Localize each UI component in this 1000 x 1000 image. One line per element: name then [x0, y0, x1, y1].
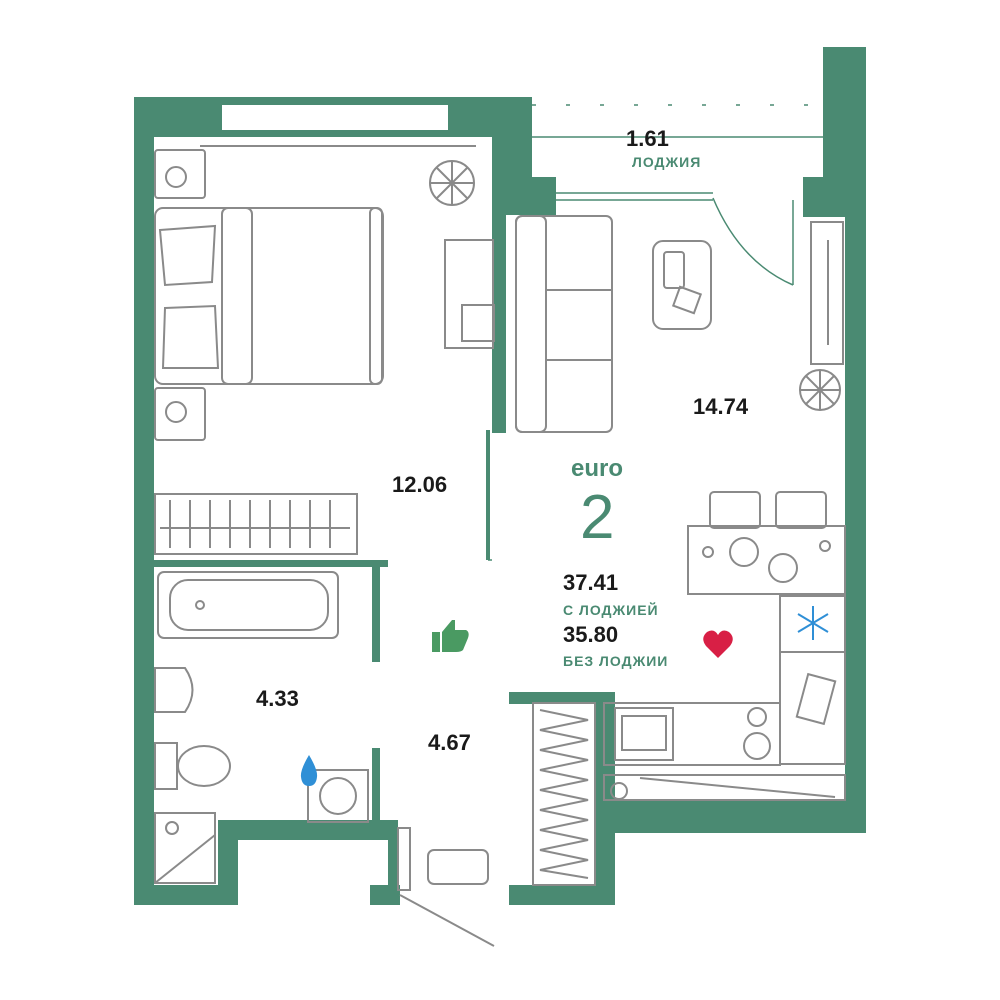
heart-icon [703, 630, 733, 658]
total-with-loggia: 37.41 [563, 570, 619, 595]
total-without-loggia: 35.80 [563, 622, 619, 647]
room-count: 2 [580, 483, 615, 552]
snowflake-icon [797, 606, 829, 640]
total-with-loggia-label: С ЛОДЖИЕЙ [563, 602, 659, 618]
hall-area: 4.67 [428, 730, 471, 755]
loggia-label: ЛОДЖИЯ [632, 154, 702, 170]
total-without-loggia-label: БЕЗ ЛОДЖИИ [563, 653, 669, 669]
bathroom-area: 4.33 [256, 686, 299, 711]
water-drop-icon [300, 755, 318, 786]
thumbs-up-icon [432, 620, 469, 652]
furniture [154, 145, 846, 947]
living-area: 14.74 [693, 394, 749, 419]
bedroom-area: 12.06 [392, 472, 448, 497]
type-prefix: euro [571, 455, 624, 482]
loggia-area: 1.61 [626, 126, 669, 151]
thin-walls [486, 104, 823, 561]
walls [134, 47, 866, 905]
